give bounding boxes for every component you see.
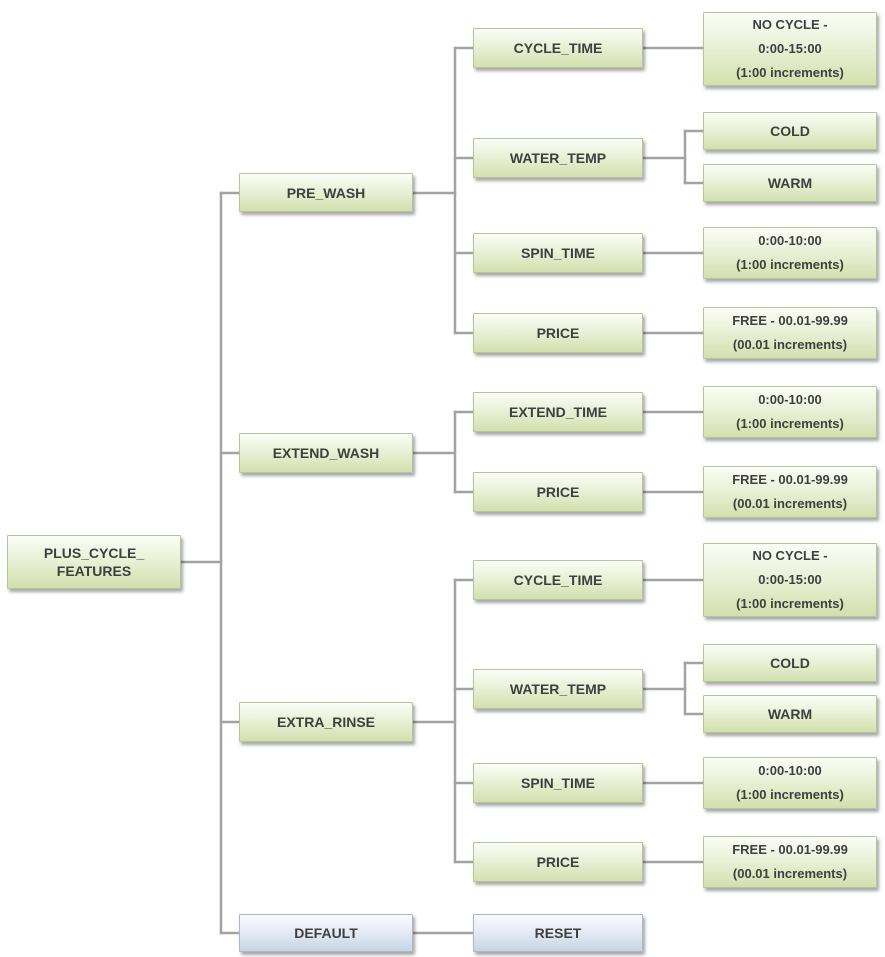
extend-wash-node[interactable]: EXTEND_WASH [239, 433, 413, 473]
node-label: EXTRA_RINSE [276, 714, 376, 730]
extra-rinse-cycle-time-node[interactable]: CYCLE_TIME [473, 560, 643, 600]
value-line: FREE - 00.01-99.99 [732, 472, 848, 487]
extra-rinse-water-temp-warm[interactable]: WARM [703, 695, 877, 733]
node-label: RESET [534, 925, 582, 941]
extra-rinse-cycle-time-value: NO CYCLE - 0:00-15:00 (1:00 increments) [703, 543, 877, 617]
pre-wash-node[interactable]: PRE_WASH [239, 173, 413, 212]
node-label: SPIN_TIME [521, 245, 595, 261]
value-line: (1:00 increments) [736, 416, 844, 431]
extend-wash-price-value: FREE - 00.01-99.99 (00.01 increments) [703, 466, 877, 518]
pre-wash-cycle-time-value: NO CYCLE - 0:00-15:00 (1:00 increments) [703, 12, 877, 86]
value-line: (00.01 increments) [732, 337, 848, 352]
extend-wash-extend-time-node[interactable]: EXTEND_TIME [473, 392, 643, 432]
value-line: FREE - 00.01-99.99 [732, 842, 848, 857]
value-line: 0:00-15:00 [758, 41, 822, 56]
node-label: WATER_TEMP [509, 150, 607, 166]
value-line: FREE - 00.01-99.99 [732, 313, 848, 328]
node-label: CYCLE_TIME [513, 572, 603, 588]
extend-wash-extend-time-value: 0:00-10:00 (1:00 increments) [703, 386, 877, 438]
node-label: PRE_WASH [286, 184, 366, 201]
extra-rinse-spin-time-value: 0:00-10:00 (1:00 increments) [703, 757, 877, 809]
value-line: NO CYCLE - [752, 17, 828, 32]
value-line: 0:00-10:00 [758, 763, 822, 778]
value-line: (1:00 increments) [736, 257, 844, 272]
extra-rinse-node[interactable]: EXTRA_RINSE [239, 702, 413, 742]
pre-wash-spin-time-value: 0:00-10:00 (1:00 increments) [703, 227, 877, 279]
node-label: PRICE [536, 484, 580, 500]
pre-wash-price-node[interactable]: PRICE [473, 313, 643, 353]
value-line: (1:00 increments) [736, 787, 844, 802]
node-label: CYCLE_TIME [513, 40, 603, 56]
value-line: (00.01 increments) [732, 496, 848, 511]
pre-wash-spin-time-node[interactable]: SPIN_TIME [473, 233, 643, 273]
node-label: WARM [767, 175, 813, 191]
reset-node[interactable]: RESET [473, 914, 643, 952]
node-label: SPIN_TIME [521, 775, 595, 791]
node-label: COLD [770, 655, 810, 671]
plus-cycle-features-node[interactable]: PLUS_CYCLE_ FEATURES [7, 535, 181, 589]
value-line: 0:00-10:00 [758, 233, 822, 248]
value-line: 0:00-10:00 [758, 392, 822, 407]
pre-wash-water-temp-warm[interactable]: WARM [703, 164, 877, 202]
value-line: (00.01 increments) [732, 866, 848, 881]
node-label: EXTEND_WASH [272, 445, 380, 461]
node-label: PRICE [536, 854, 580, 870]
node-label: FEATURES [56, 563, 132, 579]
node-label: PRICE [536, 325, 580, 341]
node-label: DEFAULT [294, 925, 358, 941]
extend-wash-price-node[interactable]: PRICE [473, 472, 643, 512]
value-line: 0:00-15:00 [758, 572, 822, 587]
default-node[interactable]: DEFAULT [239, 914, 413, 952]
pre-wash-price-value: FREE - 00.01-99.99 (00.01 increments) [703, 307, 877, 359]
extra-rinse-price-node[interactable]: PRICE [473, 842, 643, 882]
node-label: WARM [767, 706, 813, 722]
node-label: WATER_TEMP [509, 681, 607, 697]
value-line: NO CYCLE - [752, 548, 828, 563]
value-line: (1:00 increments) [736, 596, 844, 611]
value-line: (1:00 increments) [736, 65, 844, 80]
pre-wash-water-temp-node[interactable]: WATER_TEMP [473, 138, 643, 178]
extra-rinse-price-value: FREE - 00.01-99.99 (00.01 increments) [703, 836, 877, 888]
node-label: PLUS_CYCLE_ [43, 545, 145, 561]
extra-rinse-water-temp-node[interactable]: WATER_TEMP [473, 669, 643, 709]
node-label: EXTEND_TIME [508, 404, 607, 420]
extra-rinse-water-temp-cold[interactable]: COLD [703, 644, 877, 682]
pre-wash-cycle-time-node[interactable]: CYCLE_TIME [473, 28, 643, 68]
pre-wash-water-temp-cold[interactable]: COLD [703, 112, 877, 150]
node-label: COLD [770, 123, 810, 139]
extra-rinse-spin-time-node[interactable]: SPIN_TIME [473, 763, 643, 803]
